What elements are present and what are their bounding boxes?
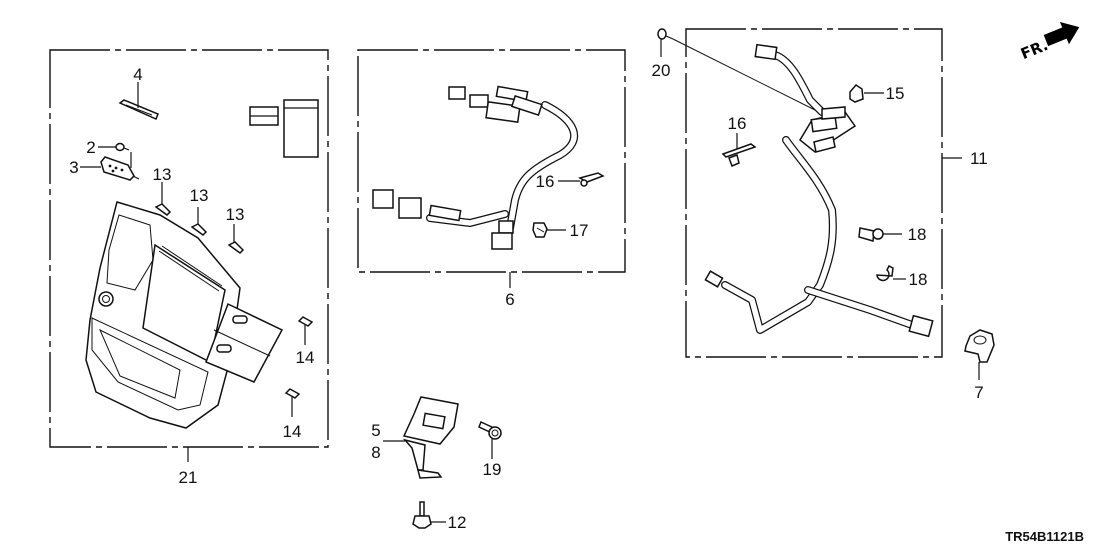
part-7-cap bbox=[964, 329, 995, 363]
callout-13-a: 13 bbox=[153, 165, 172, 184]
callout-21: 21 bbox=[179, 468, 198, 487]
part-15-clip bbox=[849, 84, 864, 103]
callout-5: 5 bbox=[371, 421, 380, 440]
part-13-clip bbox=[190, 207, 208, 236]
reference-icon-boxes bbox=[249, 99, 319, 158]
part-6-wire-harness bbox=[372, 85, 579, 250]
part-21-audio-panel bbox=[85, 201, 284, 429]
part-14-clip bbox=[297, 316, 314, 345]
callout-4: 4 bbox=[133, 65, 142, 84]
part-11-wire-harness bbox=[704, 43, 934, 338]
callout-6: 6 bbox=[505, 290, 514, 309]
part-12-bolt bbox=[412, 501, 432, 529]
callout-3: 3 bbox=[69, 158, 78, 177]
callout-19: 19 bbox=[483, 460, 502, 479]
callout-2: 2 bbox=[86, 138, 95, 157]
drawing-code: TR54B1121B bbox=[1005, 529, 1084, 544]
callout-16-b: 16 bbox=[728, 114, 747, 133]
callout-7: 7 bbox=[974, 383, 983, 402]
group-6-box bbox=[357, 49, 626, 288]
part-13-clip bbox=[227, 224, 245, 254]
callout-13-b: 13 bbox=[190, 186, 209, 205]
group-11-box bbox=[685, 28, 962, 358]
callout-18-b: 18 bbox=[909, 270, 928, 289]
callout-11: 11 bbox=[970, 149, 988, 168]
callout-17: 17 bbox=[570, 221, 589, 240]
part-16-clip bbox=[721, 143, 757, 167]
fr-label: FR. bbox=[1018, 36, 1051, 63]
part-3-connector bbox=[100, 156, 140, 181]
front-direction-indicator: FR. bbox=[1018, 21, 1080, 63]
callout-8: 8 bbox=[371, 443, 380, 462]
callout-14-a: 14 bbox=[296, 348, 315, 367]
part-16-clip bbox=[578, 172, 605, 187]
part-18-clip bbox=[876, 264, 894, 282]
part-18-clip bbox=[858, 227, 884, 242]
part-2-screw bbox=[115, 142, 130, 152]
arrow-right-icon bbox=[1043, 21, 1080, 47]
callout-16-a: 16 bbox=[536, 172, 555, 191]
callout-14-b: 14 bbox=[283, 422, 302, 441]
callout-18-a: 18 bbox=[908, 225, 927, 244]
callout-13-c: 13 bbox=[226, 205, 245, 224]
part-17-clip bbox=[532, 222, 548, 238]
callout-20: 20 bbox=[652, 61, 671, 80]
part-5-8-bracket bbox=[402, 396, 459, 479]
part-13-clip bbox=[154, 182, 172, 216]
group-21-box bbox=[49, 49, 329, 462]
part-19-bolt bbox=[478, 420, 502, 440]
callout-15: 15 bbox=[886, 84, 905, 103]
part-4-trim-strip bbox=[118, 99, 159, 121]
part-20-screw bbox=[657, 28, 674, 40]
callout-12: 12 bbox=[448, 513, 467, 532]
part-14-clip bbox=[284, 388, 301, 417]
